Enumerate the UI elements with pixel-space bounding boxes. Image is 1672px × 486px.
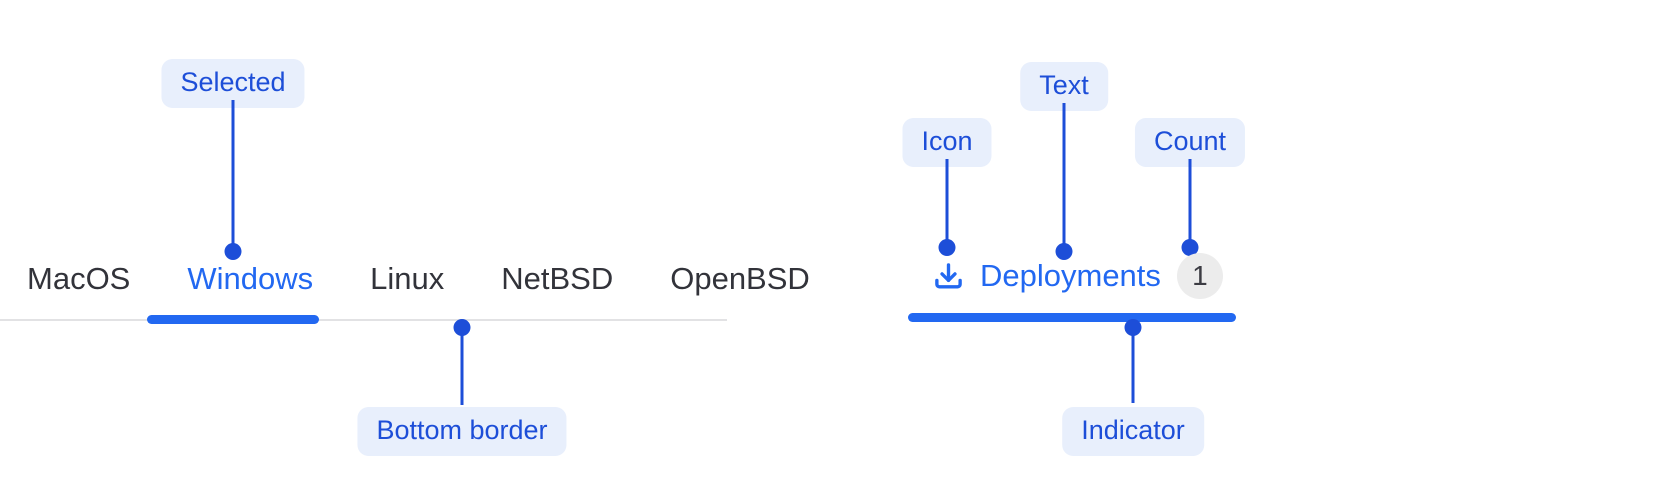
callout-icon-connector-dot (938, 239, 956, 256)
download-icon (935, 262, 962, 289)
callout-count: Count (1134, 118, 1246, 167)
callout-text: Text (1020, 62, 1108, 111)
callout-selected-connector-line (231, 100, 235, 245)
callout-selected-connector-dot (224, 243, 242, 260)
tab-deployments-label: Deployments (980, 258, 1161, 293)
active-tab-indicator (908, 313, 1236, 322)
callout-indicator-connector-dot (1124, 319, 1142, 336)
tab-count-badge: 1 (1176, 253, 1223, 299)
selected-tab-underline (147, 315, 319, 324)
callout-indicator-connector-line (1131, 335, 1135, 403)
callout-bottom-border: Bottom border (357, 407, 567, 456)
callout-count-connector-dot (1181, 239, 1199, 256)
tab-macos[interactable]: MacOS (27, 261, 131, 296)
callout-bottom-border-connector-dot (453, 319, 471, 336)
callout-indicator: Indicator (1062, 407, 1204, 456)
callout-text-connector-dot (1055, 243, 1073, 260)
tab-linux[interactable]: Linux (370, 261, 445, 296)
tab-netbsd[interactable]: NetBSD (501, 261, 614, 296)
tab-bar: MacOS Windows Linux NetBSD OpenBSD (27, 261, 810, 297)
tab-deployments[interactable]: Deployments 1 (933, 253, 1223, 299)
callout-selected: Selected (161, 59, 305, 108)
callout-count-connector-line (1188, 159, 1192, 247)
callout-text-connector-line (1062, 103, 1066, 251)
callout-icon-connector-line (945, 159, 949, 247)
tab-openbsd[interactable]: OpenBSD (670, 261, 810, 296)
tab-bar-bottom-border (0, 319, 727, 321)
callout-bottom-border-connector-line (460, 335, 464, 405)
callout-icon: Icon (902, 118, 992, 167)
tab-windows[interactable]: Windows (187, 261, 314, 296)
